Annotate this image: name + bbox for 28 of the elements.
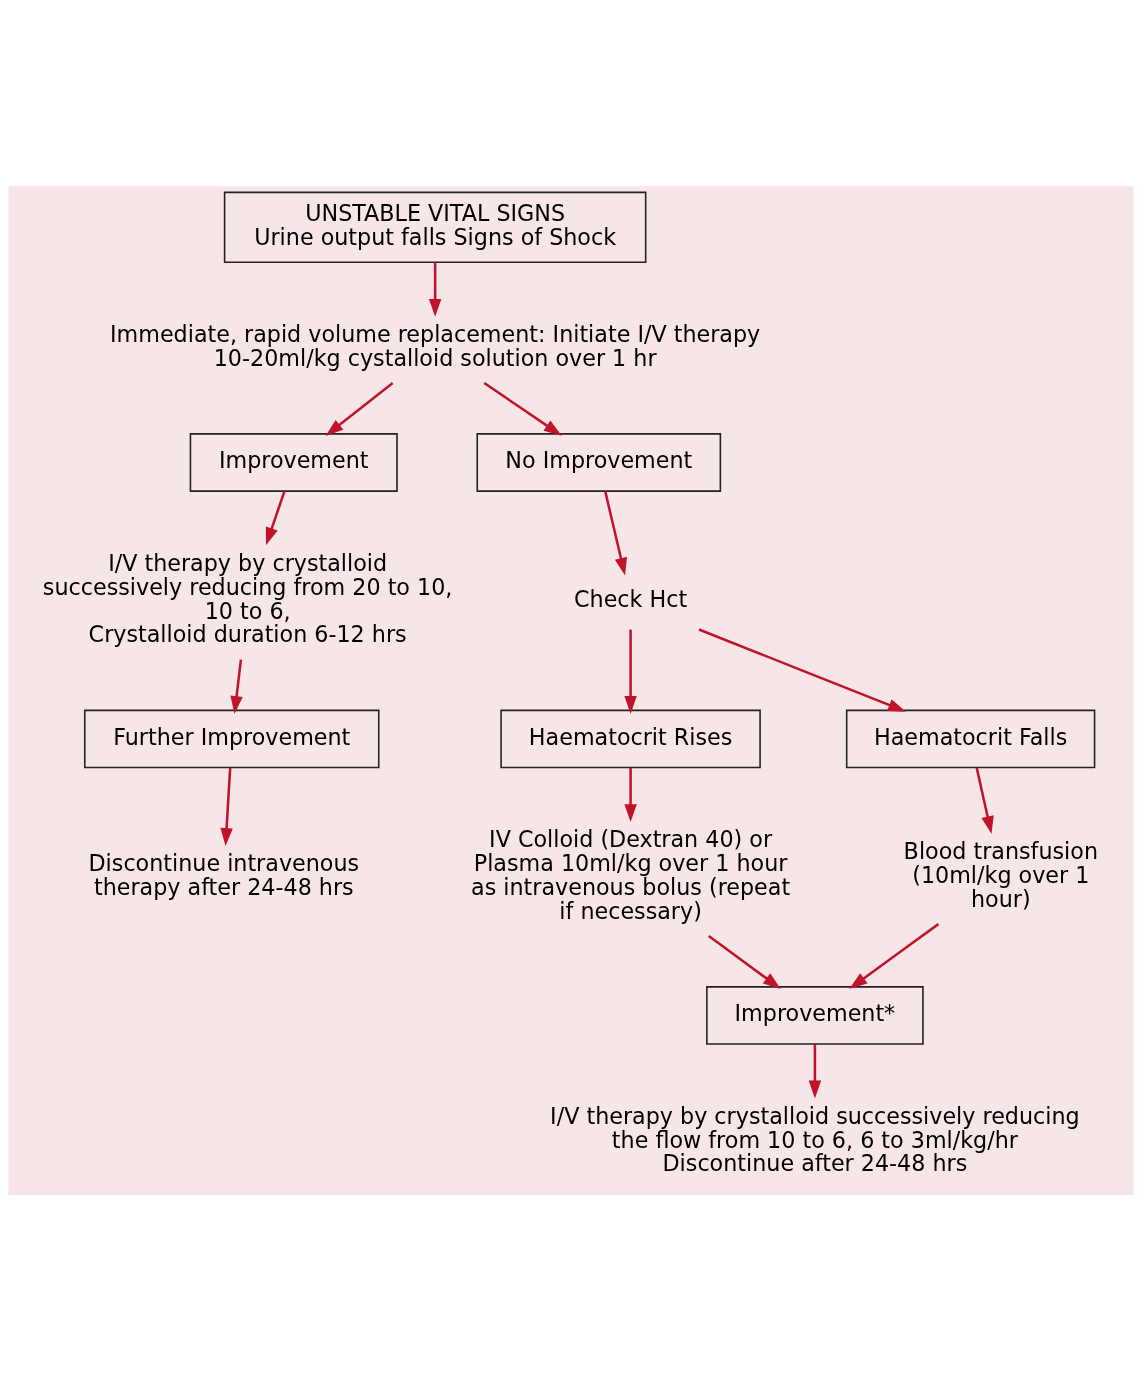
node-box: Further Improvement xyxy=(83,709,380,768)
node-text: Blood transfusion (10ml/kg over 1 hour) xyxy=(903,837,1098,912)
arrow xyxy=(708,934,781,989)
arrow xyxy=(849,922,940,989)
arrow xyxy=(808,1043,822,1098)
node-box: No Improvement xyxy=(476,432,722,492)
node-text: Check Hct xyxy=(574,585,688,612)
node-box: Haematocrit Falls xyxy=(845,709,1096,768)
arrow xyxy=(624,629,637,714)
node-text: Discontinue intravenous therapy after 24-48 hrs xyxy=(88,849,360,900)
arrow xyxy=(325,381,394,436)
node-text: I/V therapy by crystalloid successively reducing the flow from 10 to 6, 6 to 3ml/kg/hr Discontinue after 24-48 hrs xyxy=(550,1102,1080,1176)
node-text: I/V therapy by crystalloid successively reducing from 20 to 10, 10 to 6, Crystalloid duration 6-12 hrs xyxy=(42,549,453,647)
node-box: UNSTABLE VITAL SIGNS Urine output falls Signs of Shock xyxy=(223,191,647,263)
arrow xyxy=(604,490,628,576)
arrow xyxy=(624,767,637,822)
arrow xyxy=(483,381,562,436)
node-box: Improvement xyxy=(189,432,398,492)
arrow xyxy=(428,261,442,317)
node-text: IV Colloid (Dextran 40) or Plasma 10ml/kg over 1 hour as intravenous bolus (repeat if necessary) xyxy=(471,825,791,924)
arrow xyxy=(230,658,243,714)
node-box: Improvement* xyxy=(706,985,924,1045)
arrow xyxy=(220,767,233,846)
node-text: Immediate, rapid volume replacement: Initiate I/V therapy 10-20ml/kg cystalloid solution over 1 hr xyxy=(110,320,761,371)
arrow xyxy=(698,627,906,712)
node-box: Haematocrit Rises xyxy=(500,709,761,768)
arrow xyxy=(975,767,994,834)
arrow xyxy=(265,490,286,545)
